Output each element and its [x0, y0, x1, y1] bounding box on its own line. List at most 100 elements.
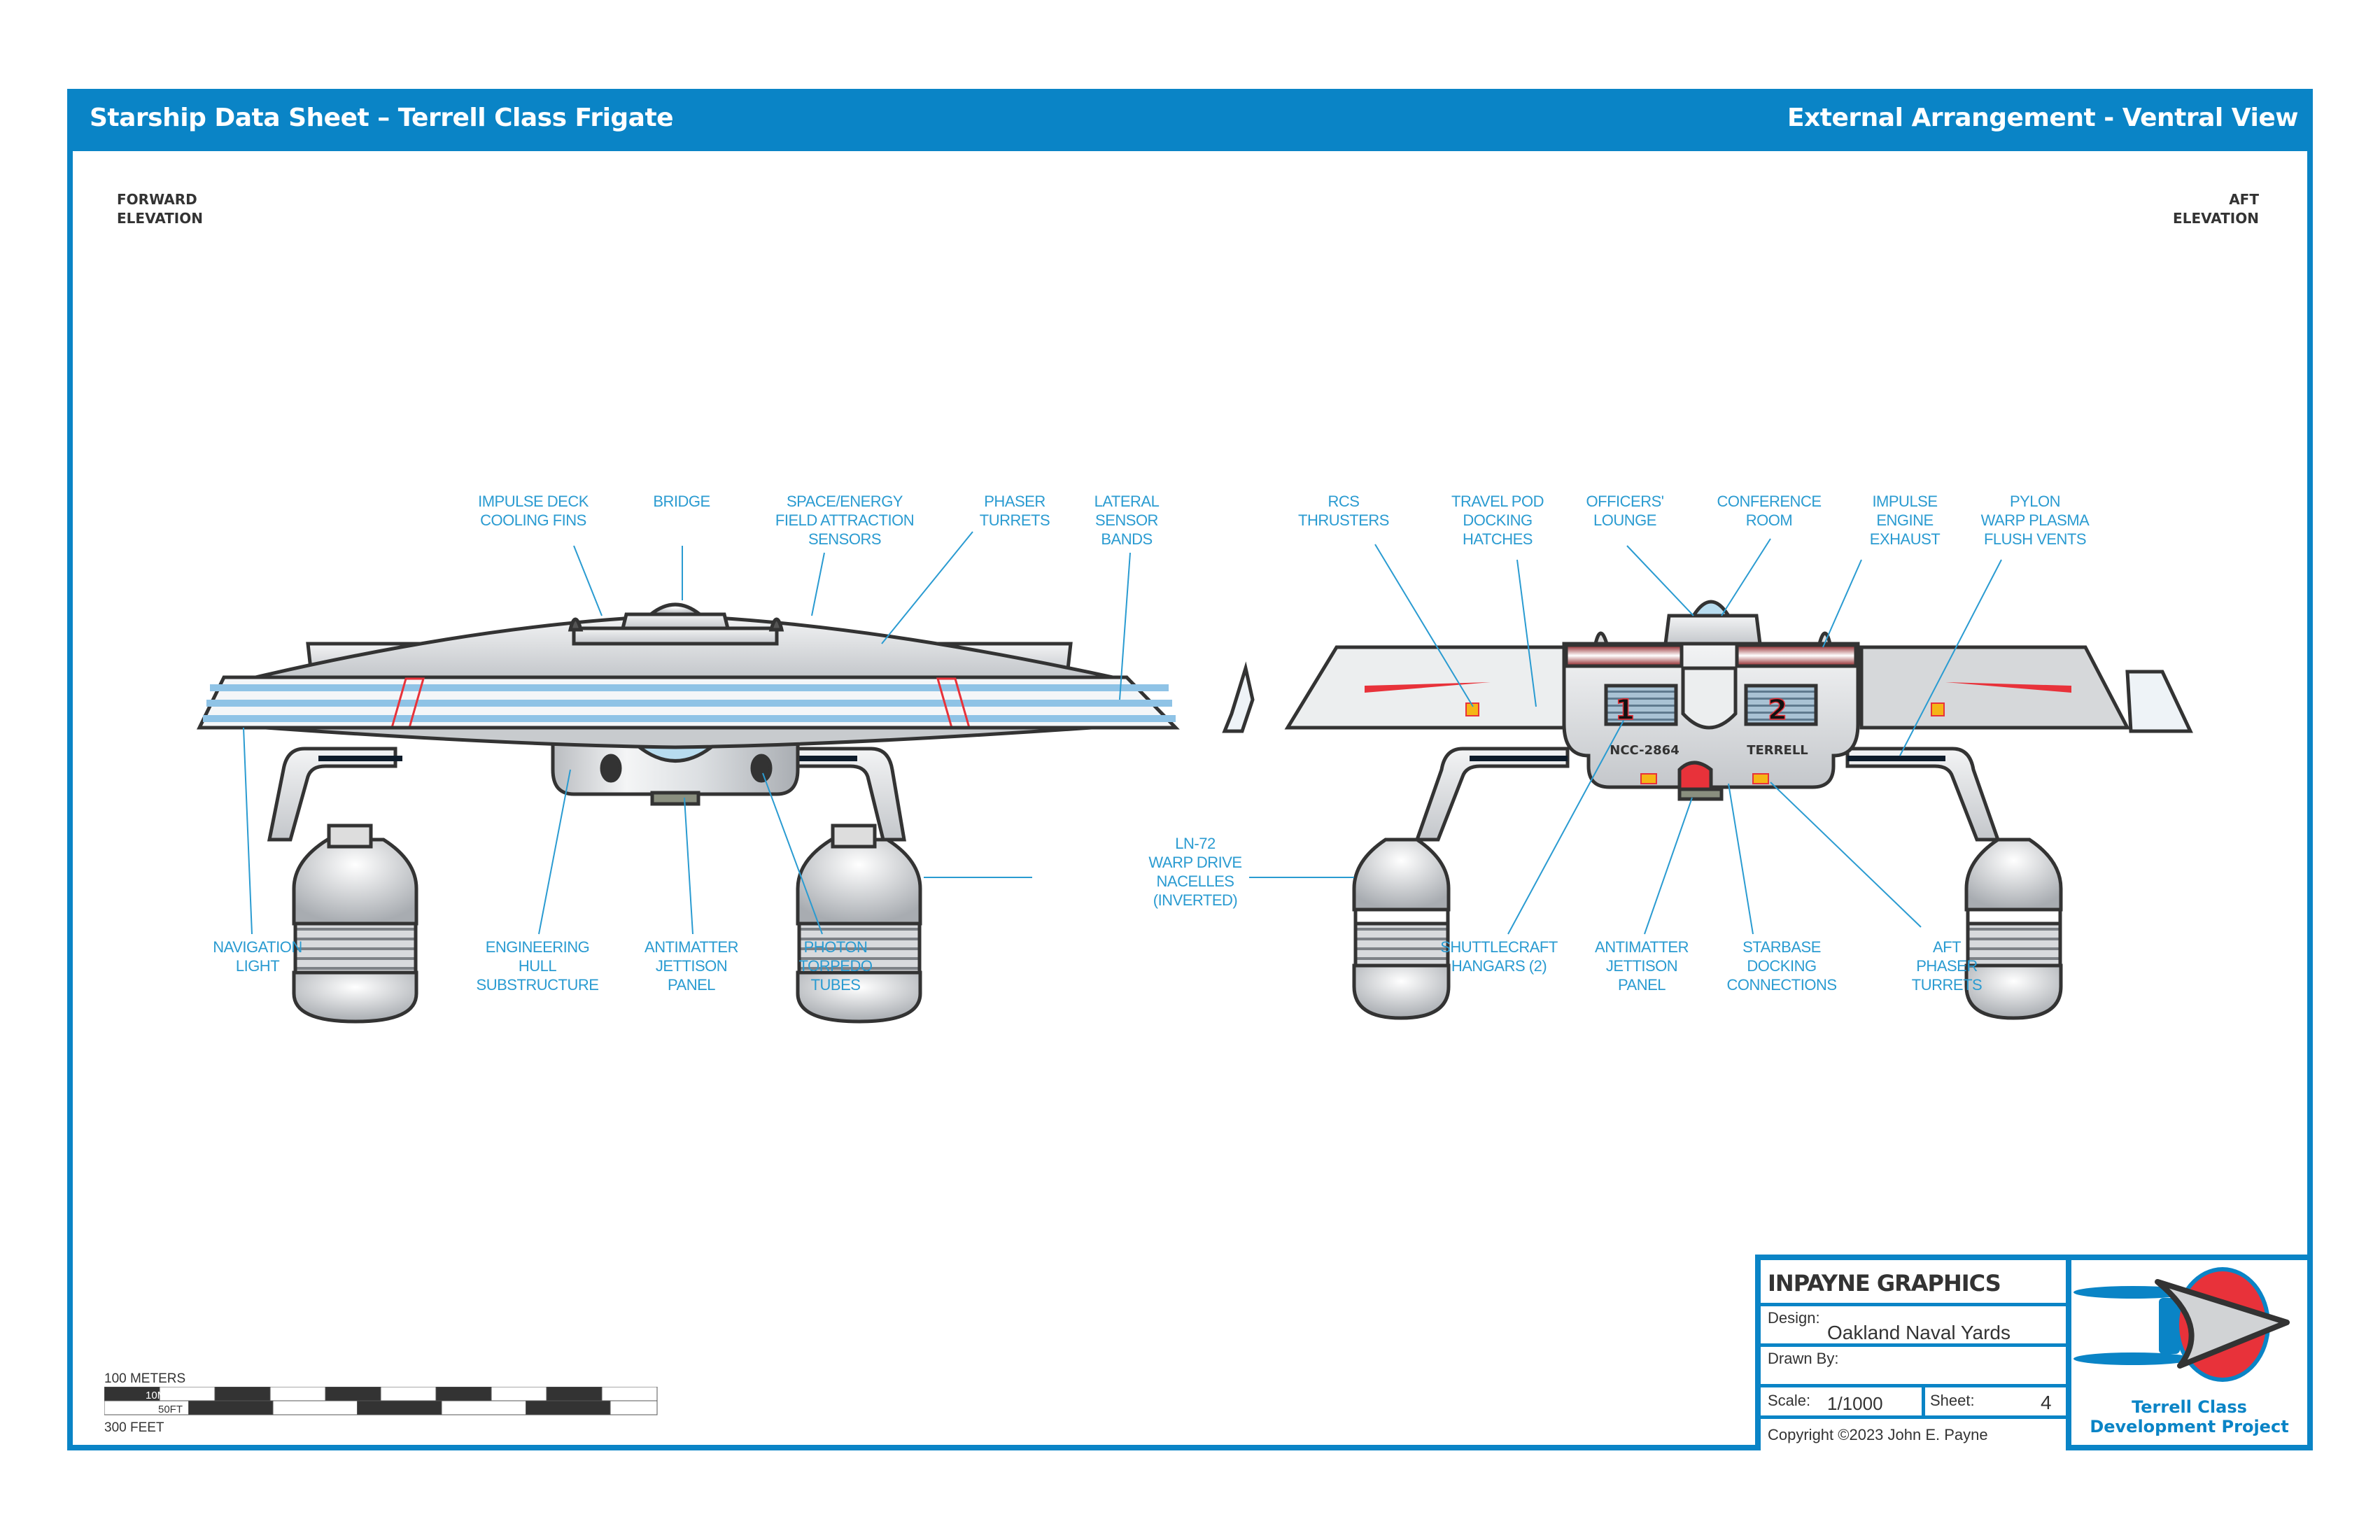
scale-segment-meters — [491, 1387, 547, 1401]
label-antimatter-jettison-panel-fwd: ANTIMATTER JETTISON PANEL — [645, 938, 738, 994]
forward-nacelle-left — [292, 824, 418, 1024]
logo-block: Terrell Class Development Project — [2066, 1255, 2313, 1450]
label-rcs-thrusters: RCS THRUSTERS — [1298, 493, 1389, 529]
view-title: External Arrangement - Ventral View — [1787, 104, 2299, 132]
forward-nacelle-right — [796, 824, 922, 1024]
design-label: Design: — [1768, 1309, 1820, 1327]
leader-antimatter-jettison-panel-aft — [1644, 797, 1693, 935]
label-travel-pod-docking-hatches: TRAVEL POD DOCKING HATCHES — [1451, 493, 1544, 548]
aft-superstructure — [1593, 600, 1833, 646]
scale-segment-feet — [357, 1400, 442, 1415]
drawn-label: Drawn By: — [1768, 1350, 1839, 1367]
hangar-number-1: 1 — [1615, 694, 1635, 726]
leader-navigation-light — [243, 727, 253, 935]
scale-meter-unit: 10M — [146, 1390, 167, 1401]
label-conference-room: CONFERENCE ROOM — [1717, 493, 1822, 529]
project-line-2: Development Project — [2090, 1417, 2289, 1436]
company-name: INPAYNE GRAPHICS — [1768, 1270, 2001, 1297]
sheet-frame — [67, 89, 2313, 1450]
forward-elevation-caption: FORWARD ELEVATION — [117, 191, 203, 227]
copyright-text: Copyright ©2023 John E. Payne — [1768, 1426, 1988, 1443]
leader-shuttlecraft-hangars — [1507, 720, 1624, 935]
scale-segment-meters — [546, 1387, 603, 1401]
aft-nacelle-right — [1964, 838, 2063, 1020]
label-shuttlecraft-hangars: SHUTTLECRAFT HANGARS (2) — [1440, 938, 1558, 975]
ship-name: TERRELL — [1747, 743, 1808, 758]
project-logo — [2073, 1267, 2290, 1382]
label-warp-drive-nacelles: LN-72 WARP DRIVE NACELLES (INVERTED) — [1148, 835, 1242, 909]
scale-segment-meters — [214, 1387, 271, 1401]
scale-meters-label: 100 METERS — [104, 1371, 186, 1386]
leader-travel-pod-docking-hatches — [1516, 559, 1537, 707]
scale-segment-feet — [272, 1400, 358, 1415]
label-aft-phaser-turrets: AFT PHASER TURRETS — [1911, 938, 1983, 994]
label-space-energy-sensors: SPACE/ENERGY FIELD ATTRACTION SENSORS — [775, 493, 915, 548]
aft-engineering-body — [1562, 642, 1860, 801]
label-antimatter-jettison-panel-aft: ANTIMATTER JETTISON PANEL — [1595, 938, 1689, 994]
leader-impulse-engine-exhaust — [1822, 559, 1862, 648]
registry-number: NCC-2864 — [1610, 743, 1679, 758]
label-officers-lounge: OFFICERS' LOUNGE — [1586, 493, 1664, 529]
design-value: Oakland Naval Yards — [1827, 1322, 2011, 1343]
aft-nacelle-pylons — [1414, 747, 2001, 842]
label-pylon-warp-plasma-flush-vents: PYLON WARP PLASMA FLUSH VENTS — [1980, 493, 2090, 548]
label-navigation-light: NAVIGATION LIGHT — [213, 938, 302, 975]
label-lateral-sensor-bands: LATERAL SENSOR BANDS — [1094, 493, 1160, 548]
leader-space-energy-sensors — [811, 552, 825, 616]
sheet-label: Sheet: — [1930, 1392, 1975, 1409]
leader-aft-phaser-turrets — [1770, 782, 1922, 928]
leader-lines — [243, 531, 2002, 935]
scale-segment-meters — [325, 1387, 381, 1401]
forward-engineering-hull — [551, 740, 800, 806]
scale-segment-feet — [188, 1400, 274, 1415]
scale-segment-meters — [159, 1387, 216, 1401]
project-line-1: Terrell Class — [2132, 1397, 2247, 1417]
leader-impulse-deck-cooling-fins — [573, 545, 603, 616]
sheet-title: Starship Data Sheet – Terrell Class Frig… — [90, 104, 674, 132]
scale-segment-feet — [526, 1400, 611, 1415]
scale-feet-unit: 50FT — [158, 1404, 183, 1415]
label-bridge: BRIDGE — [653, 493, 710, 510]
cell-divider — [1922, 1387, 1925, 1415]
scale-segment-feet — [441, 1400, 526, 1415]
scale-label: Scale: — [1768, 1392, 1811, 1409]
scale-segment-meters — [435, 1387, 492, 1401]
scale-sheet-row: Scale: 1/1000 Sheet: 4 — [1761, 1387, 2066, 1419]
scale-segment-meters — [380, 1387, 437, 1401]
scale-bar — [104, 1387, 658, 1415]
aft-nacelle-left — [1352, 838, 1451, 1020]
leader-conference-room — [1721, 538, 1771, 616]
label-photon-torpedo-tubes: PHOTON TORPEDO TUBES — [798, 938, 873, 994]
hangar-number-2: 2 — [1768, 694, 1787, 726]
forward-bridge-superstructure — [568, 602, 784, 646]
scale-segment-meters — [601, 1387, 658, 1401]
forward-view-ship — [197, 602, 1180, 1024]
scale-feet-label: 300 FEET — [104, 1420, 164, 1435]
leader-photon-torpedo-tubes — [762, 772, 823, 935]
company-row: INPAYNE GRAPHICS — [1761, 1260, 2066, 1306]
aft-saucer-wings — [1222, 645, 2193, 733]
leader-engineering-hull-substructure — [538, 769, 571, 935]
forward-saucer — [197, 614, 1180, 749]
project-name: Terrell Class Development Project — [2071, 1397, 2307, 1436]
label-phaser-turrets: PHASER TURRETS — [979, 493, 1050, 529]
leader-antimatter-jettison-panel-fwd — [684, 797, 693, 935]
label-starbase-docking-connections: STARBASE DOCKING CONNECTIONS — [1726, 938, 1837, 994]
leader-lateral-sensor-bands — [1119, 552, 1131, 700]
drawn-row: Drawn By: — [1761, 1347, 2066, 1387]
leader-rcs-thrusters — [1374, 544, 1474, 707]
leader-starbase-docking-connections — [1728, 783, 1754, 935]
title-block: INPAYNE GRAPHICS Design: Oakland Naval Y… — [1755, 1255, 2071, 1450]
design-row: Design: Oakland Naval Yards — [1761, 1306, 2066, 1347]
label-impulse-engine-exhaust: IMPULSE ENGINE EXHAUST — [1869, 493, 1941, 548]
aft-elevation-caption: AFT ELEVATION — [2173, 191, 2259, 227]
leader-phaser-turrets — [881, 531, 973, 644]
header-bar — [67, 89, 2313, 151]
leader-pylon-warp-plasma-flush-vents — [1899, 559, 2002, 756]
aft-view-ship — [1222, 600, 2193, 1020]
label-impulse-deck-cooling-fins: IMPULSE DECK COOLING FINS — [478, 493, 589, 529]
leader-officers-lounge — [1626, 545, 1694, 616]
scale-segment-meters — [269, 1387, 326, 1401]
copyright-row: Copyright ©2023 John E. Payne — [1761, 1419, 2066, 1450]
